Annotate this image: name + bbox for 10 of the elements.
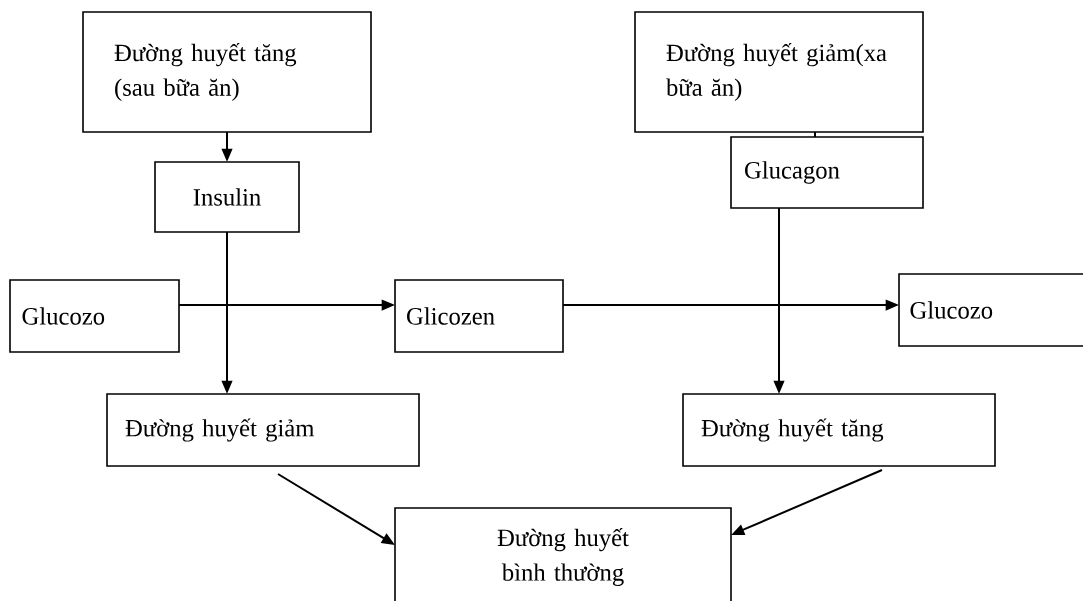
text-box: Đường huyết tăng: [682, 393, 996, 467]
text-box: Đường huyết giảm(xa bữa ăn): [634, 11, 924, 133]
text-box: Glucozo: [9, 279, 180, 353]
text-box: Đường huyết bình thường: [394, 507, 732, 601]
text-box: Glucozo: [898, 273, 1083, 347]
text-box: Đường huyết tăng (sau bữa ăn): [82, 11, 372, 133]
text-box: Insulin: [154, 161, 300, 233]
text-box: Đường huyết giảm: [106, 393, 420, 467]
text-box: Glucagon: [730, 136, 924, 209]
text-box: Glicozen: [394, 279, 564, 353]
